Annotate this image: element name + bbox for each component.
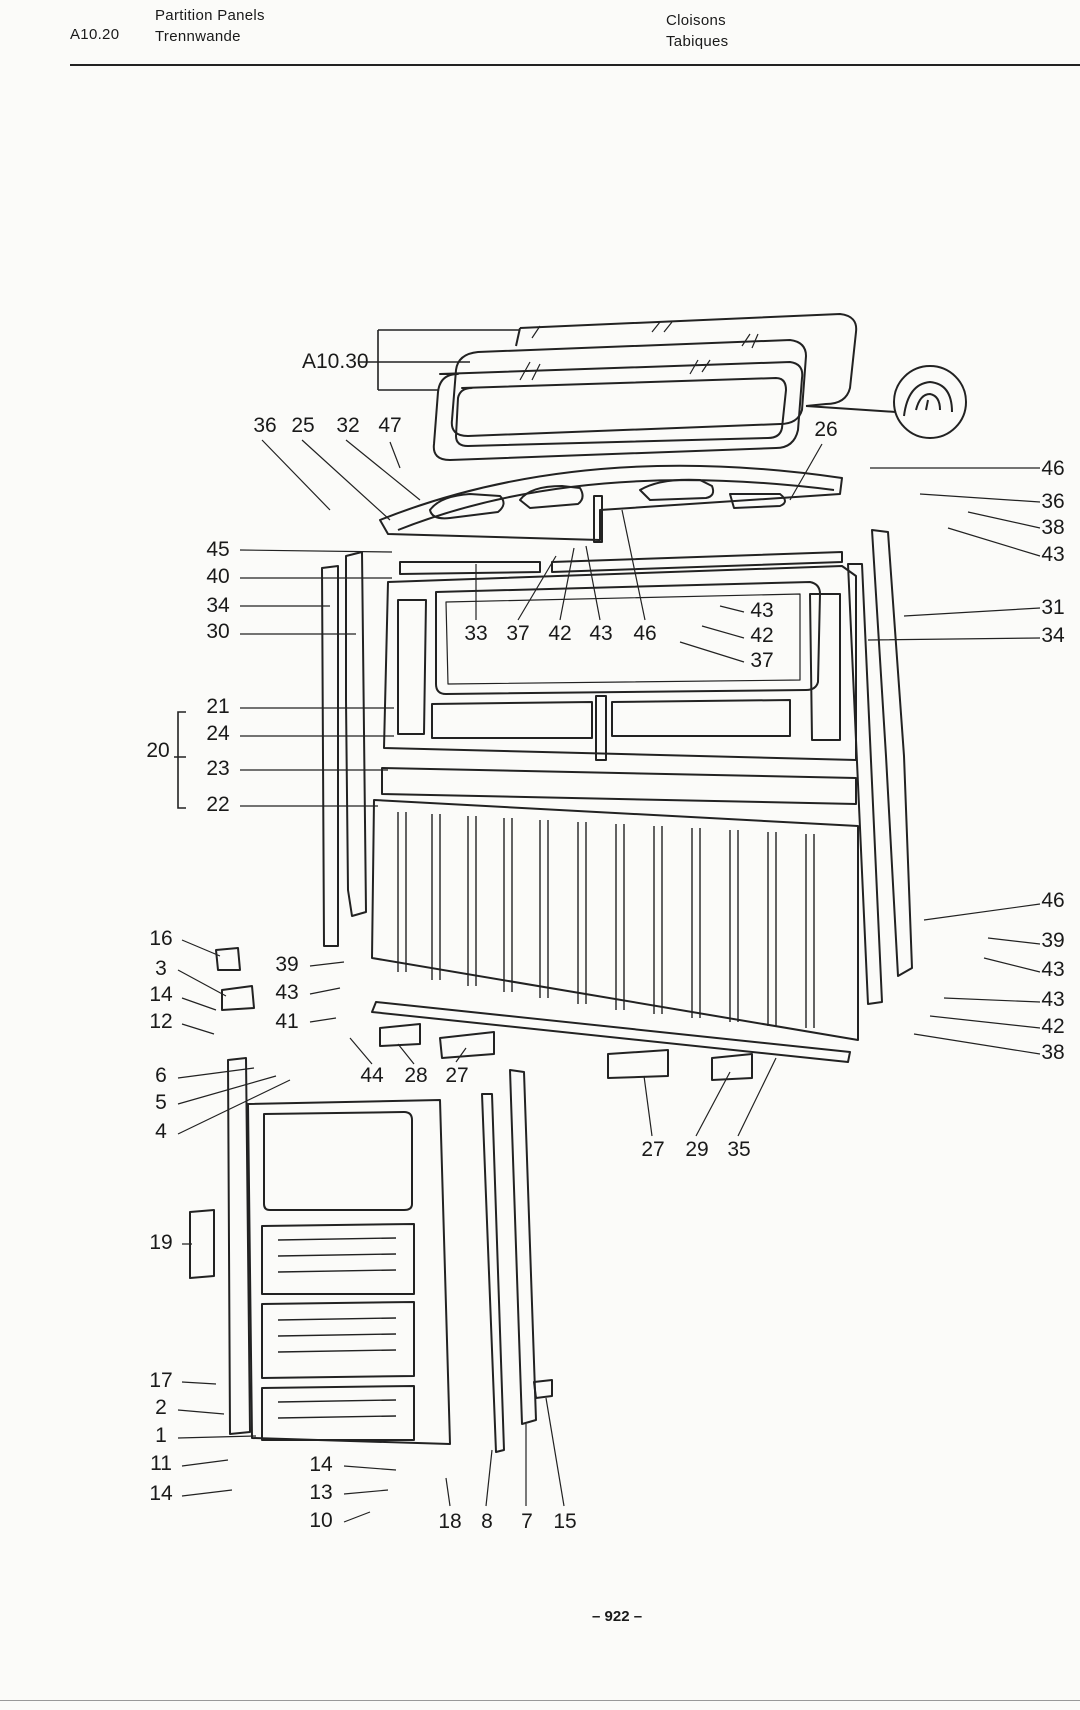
callout-42: 42 <box>1041 1015 1064 1038</box>
callout-36: 36 <box>1041 490 1064 513</box>
panel-21 <box>383 565 857 761</box>
callout-42: 42 <box>750 624 773 647</box>
callout-13: 13 <box>309 1481 332 1504</box>
callout-16: 16 <box>149 927 172 950</box>
callout-32: 32 <box>336 414 359 437</box>
callout-5: 5 <box>155 1091 167 1114</box>
title-english: Partition Panels <box>155 7 265 24</box>
panel-22 <box>371 799 859 1041</box>
callout-15: 15 <box>553 1510 576 1533</box>
callout-39: 39 <box>1041 929 1064 952</box>
callout-20: 20 <box>146 739 169 762</box>
callout-30: 30 <box>206 620 229 643</box>
bracket-28 <box>379 1023 421 1047</box>
callout-37: 37 <box>506 622 529 645</box>
callout-43: 43 <box>275 981 298 1004</box>
callout-24: 24 <box>206 722 230 745</box>
callout-25: 25 <box>291 414 314 437</box>
callout-31: 31 <box>1041 596 1064 619</box>
callout-38: 38 <box>1041 1041 1064 1064</box>
callout-43: 43 <box>1041 958 1064 981</box>
callout-4: 4 <box>155 1120 167 1143</box>
part-3 <box>221 985 255 1011</box>
callout-10: 10 <box>309 1509 332 1532</box>
callout-36: 36 <box>253 414 276 437</box>
rail-35 <box>371 1001 851 1063</box>
callout-43: 43 <box>750 599 773 622</box>
rail-23 <box>381 767 857 805</box>
section-code: A10.20 <box>70 26 120 43</box>
callout-6: 6 <box>155 1064 167 1087</box>
callout-41: 41 <box>275 1010 298 1033</box>
callout-3: 3 <box>155 957 167 980</box>
bracket-27-left <box>439 1031 495 1059</box>
callout-8: 8 <box>481 1510 493 1533</box>
upper-panel-arch <box>379 464 843 543</box>
bottom-rule <box>0 1700 1080 1701</box>
plate-19 <box>189 1209 215 1279</box>
callout-43: 43 <box>589 622 612 645</box>
page-number: – 922 – <box>592 1608 643 1625</box>
callout-44: 44 <box>360 1064 384 1087</box>
callout-37: 37 <box>750 649 773 672</box>
callout-46: 46 <box>1041 457 1064 480</box>
callout-45: 45 <box>206 538 229 561</box>
callout-27: 27 <box>641 1138 664 1161</box>
callout-43: 43 <box>1041 543 1064 566</box>
callout-22: 22 <box>206 793 229 816</box>
callout-46: 46 <box>633 622 656 645</box>
callout-28: 28 <box>404 1064 427 1087</box>
title-french: Cloisons <box>666 12 726 29</box>
callout-14: 14 <box>149 983 173 1006</box>
callout-18: 18 <box>438 1510 461 1533</box>
callout-27: 27 <box>445 1064 468 1087</box>
callout-21: 21 <box>206 695 229 718</box>
callout-39: 39 <box>275 953 298 976</box>
callout-17: 17 <box>149 1369 172 1392</box>
callout-35: 35 <box>727 1138 750 1161</box>
strip-upper-right <box>551 551 843 573</box>
bracket-29 <box>711 1053 753 1081</box>
callout-42: 42 <box>548 622 571 645</box>
title-spanish: Tabiques <box>666 33 729 50</box>
callout-23: 23 <box>206 757 229 780</box>
callout-2: 2 <box>155 1396 167 1419</box>
strip-7 <box>509 1069 537 1425</box>
door-panel-1 <box>247 1099 451 1445</box>
upright-right <box>847 529 913 1005</box>
callout-47: 47 <box>378 414 401 437</box>
callout-40: 40 <box>206 565 229 588</box>
door-post-2 <box>227 1057 251 1435</box>
part-16 <box>215 947 241 971</box>
callout-29: 29 <box>685 1138 708 1161</box>
latch-15 <box>533 1379 553 1399</box>
callout-12: 12 <box>149 1010 172 1033</box>
header-rule <box>70 64 1080 66</box>
callout-1: 1 <box>155 1424 167 1447</box>
seal-detail-icon <box>805 365 967 439</box>
window-glass-assembly <box>432 313 858 461</box>
seal-8 <box>481 1093 505 1453</box>
callout-11: 11 <box>150 1452 172 1475</box>
callout-26: 26 <box>814 418 837 441</box>
window-reference-label: A10.30 <box>302 350 369 373</box>
callout-14: 14 <box>149 1482 173 1505</box>
callout-34: 34 <box>206 594 230 617</box>
callout-43: 43 <box>1041 988 1064 1011</box>
leader-lines <box>177 439 1041 1523</box>
callout-46: 46 <box>1041 889 1064 912</box>
callout-19: 19 <box>149 1231 172 1254</box>
callout-33: 33 <box>464 622 487 645</box>
title-german: Trennwande <box>155 28 241 45</box>
callout-7: 7 <box>521 1510 533 1533</box>
strip-33 <box>399 561 541 575</box>
upright-left <box>321 551 367 947</box>
callout-38: 38 <box>1041 516 1064 539</box>
callout-14: 14 <box>309 1453 333 1476</box>
callout-34: 34 <box>1041 624 1065 647</box>
bracket-27-right <box>607 1049 669 1079</box>
